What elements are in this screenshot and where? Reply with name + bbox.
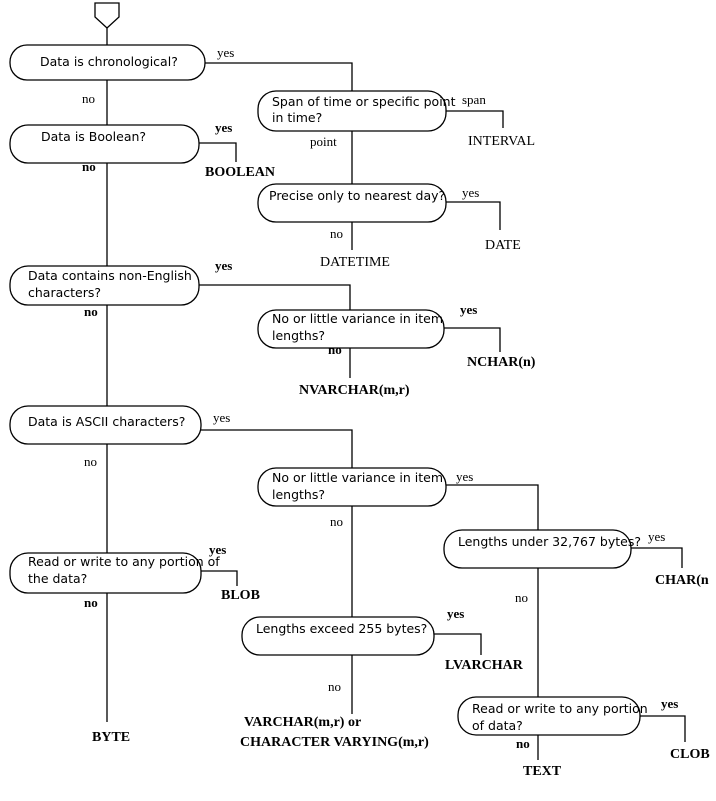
edge-label-no: no bbox=[515, 590, 528, 605]
connector-lines bbox=[106, 28, 686, 760]
question-text-line1: Data contains non-English bbox=[28, 268, 192, 283]
result-datetime: DATETIME bbox=[320, 255, 390, 270]
result-blob: BLOB bbox=[221, 588, 260, 603]
question-text-line2: characters? bbox=[28, 285, 101, 300]
result-nchar: NCHAR(n) bbox=[467, 355, 536, 370]
question-text-line1: Read or write to any portion of bbox=[28, 554, 220, 569]
edge-label-span: span bbox=[462, 92, 486, 107]
edge-label-yes: yes bbox=[215, 120, 232, 135]
edge-label-no: no bbox=[330, 514, 343, 529]
question-text: Lengths exceed 255 bytes? bbox=[256, 621, 427, 636]
question-text: Precise only to nearest day? bbox=[269, 188, 445, 203]
question-text-line2: in time? bbox=[272, 110, 322, 125]
result-nvarchar: NVARCHAR(m,r) bbox=[299, 383, 410, 398]
decision-under-32767: Lengths under 32,767 bytes? bbox=[443, 529, 641, 569]
result-text: TEXT bbox=[523, 764, 562, 779]
question-text-line2: lengths? bbox=[272, 487, 325, 502]
edge-label-no: no bbox=[330, 226, 343, 241]
result-varchar-line2: CHARACTER VARYING(m,r) bbox=[240, 735, 429, 750]
question-text: Lengths under 32,767 bytes? bbox=[458, 534, 641, 549]
edge-label-no: no bbox=[328, 342, 342, 357]
result-boolean: BOOLEAN bbox=[205, 165, 275, 180]
result-date: DATE bbox=[485, 238, 521, 253]
edge-label-yes: yes bbox=[661, 696, 678, 711]
edge-label-yes: yes bbox=[215, 258, 232, 273]
question-text-line2: the data? bbox=[28, 571, 87, 586]
decision-read-write-2: Read or write to any portion of data? bbox=[457, 696, 648, 736]
decision-read-write-1: Read or write to any portion of the data… bbox=[9, 552, 220, 594]
question-text: Data is ASCII characters? bbox=[28, 414, 185, 429]
edge-label-yes: yes bbox=[217, 45, 234, 60]
edge-label-no: no bbox=[82, 159, 96, 174]
edge-label-yes: yes bbox=[447, 606, 464, 621]
decision-variance-2: No or little variance in item lengths? bbox=[257, 467, 447, 507]
decision-span-or-point: Span of time or specific point in time? bbox=[257, 90, 456, 132]
edge-labels: yes no span point yes no yes no yes no y… bbox=[82, 45, 678, 751]
edge-label-yes: yes bbox=[648, 529, 665, 544]
result-byte: BYTE bbox=[92, 730, 130, 745]
edge-label-no: no bbox=[84, 454, 97, 469]
edge-label-no: no bbox=[328, 679, 341, 694]
edge-label-yes: yes bbox=[460, 302, 477, 317]
edge-label-yes: yes bbox=[462, 185, 479, 200]
result-types: INTERVAL BOOLEAN DATE DATETIME NCHAR(n) … bbox=[92, 134, 710, 779]
question-text-line1: Read or write to any portion bbox=[472, 701, 648, 716]
decision-variance-1: No or little variance in item lengths? bbox=[257, 309, 445, 349]
edge-label-yes: yes bbox=[209, 542, 226, 557]
edge-label-no: no bbox=[82, 91, 95, 106]
result-char: CHAR(n bbox=[655, 573, 709, 588]
edge-label-no: no bbox=[84, 304, 98, 319]
result-interval: INTERVAL bbox=[468, 134, 535, 149]
question-text-line1: No or little variance in item bbox=[272, 311, 443, 326]
decision-boolean: Data is Boolean? bbox=[9, 124, 200, 164]
edge-label-no: no bbox=[516, 736, 530, 751]
question-text-line1: No or little variance in item bbox=[272, 470, 443, 485]
result-varchar-line1: VARCHAR(m,r) or bbox=[244, 715, 361, 730]
question-text-line2: of data? bbox=[472, 718, 523, 733]
edge-label-no: no bbox=[84, 595, 98, 610]
edge-label-yes: yes bbox=[213, 410, 230, 425]
question-text: Data is Boolean? bbox=[41, 129, 146, 144]
edge-label-point: point bbox=[310, 134, 337, 149]
result-lvarchar: LVARCHAR bbox=[445, 658, 524, 673]
decision-precise-day: Precise only to nearest day? bbox=[257, 183, 447, 223]
question-text: Data is chronological? bbox=[40, 54, 178, 69]
result-clob: CLOB bbox=[670, 747, 710, 762]
question-text-line1: Span of time or specific point bbox=[272, 94, 456, 109]
start-marker bbox=[94, 2, 120, 29]
decision-chronological: Data is chronological? bbox=[9, 44, 206, 81]
decision-exceed-255: Lengths exceed 255 bytes? bbox=[241, 616, 435, 656]
decision-ascii: Data is ASCII characters? bbox=[9, 405, 202, 445]
edge-label-yes: yes bbox=[456, 469, 473, 484]
question-text-line2: lengths? bbox=[272, 328, 325, 343]
decision-non-english: Data contains non-English characters? bbox=[9, 265, 200, 306]
